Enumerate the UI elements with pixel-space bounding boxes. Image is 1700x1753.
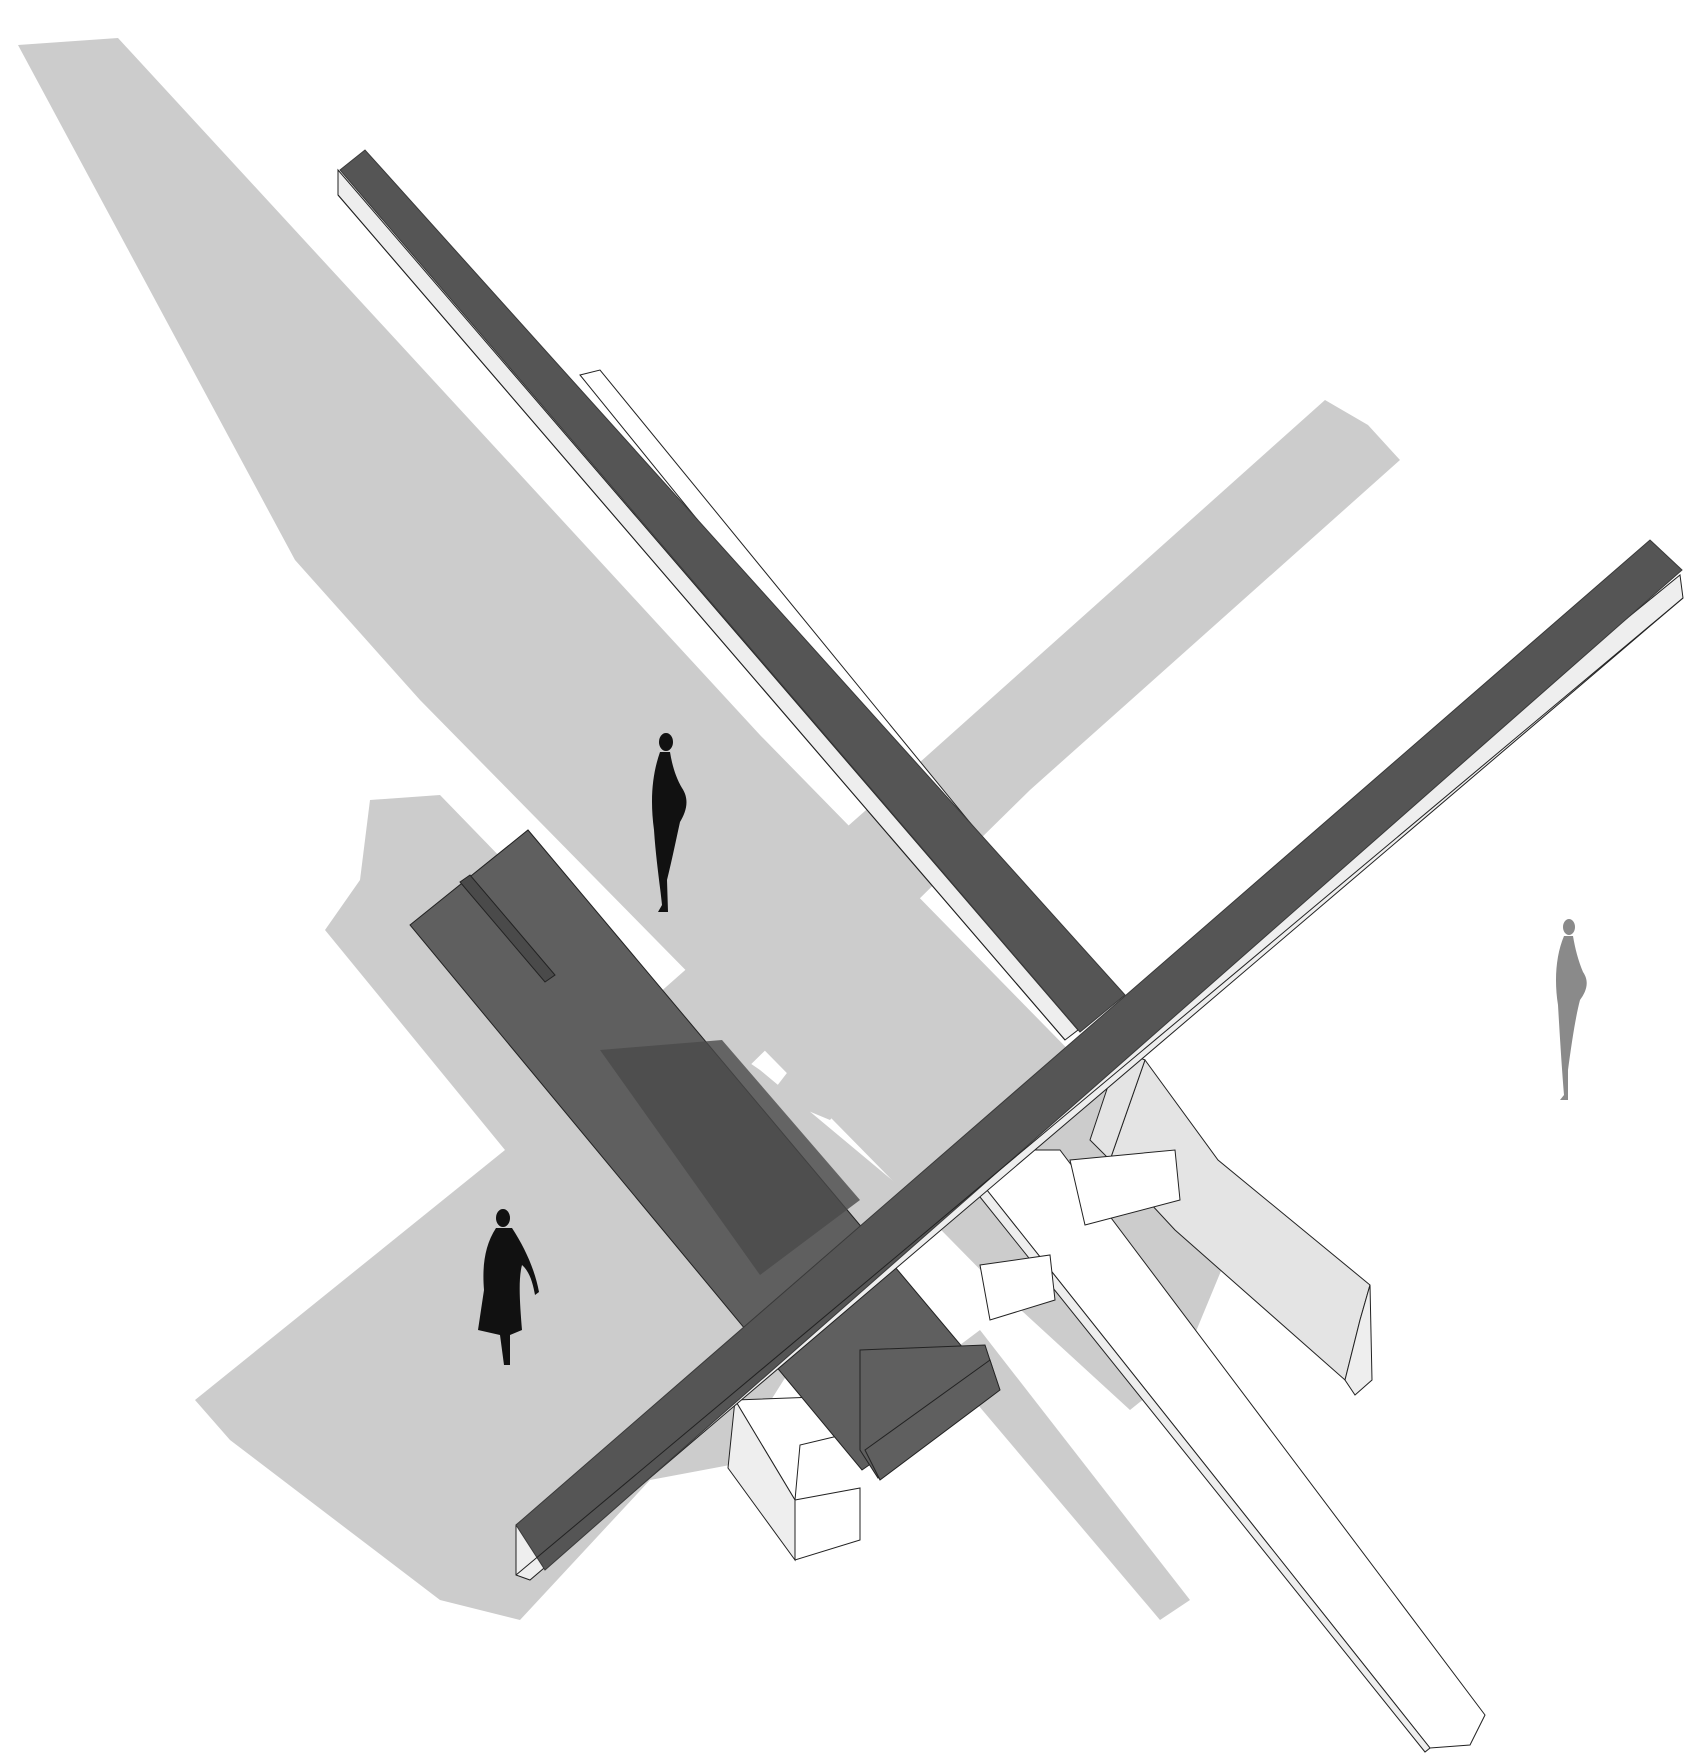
person-standing (652, 733, 687, 912)
skylight-slot (459, 874, 556, 983)
beam-northeast-edge (515, 597, 1684, 1576)
glazing-panel-b (979, 1254, 1056, 1321)
concrete-wall-group (1089, 1049, 1373, 1396)
ground-shadow-long (18, 38, 1240, 1410)
lower-wall-front (794, 1487, 861, 1561)
concrete-wall-end (1344, 1284, 1373, 1396)
ground-shadows (18, 38, 1400, 1620)
person-standing-distant (1556, 919, 1587, 1100)
glazing-group (979, 1149, 1181, 1321)
beam-northwest-edge (337, 194, 1066, 1041)
person-walking (478, 1209, 539, 1365)
figures (478, 733, 1587, 1365)
dark-slab-shaded (600, 1040, 860, 1275)
ground-shadow-cross (620, 400, 1400, 1100)
ground-shadow-strip (770, 1030, 880, 1120)
beam-northeast-group (515, 539, 1684, 1581)
beam-northeast (515, 539, 1683, 1571)
ground-shadow-plank (940, 1330, 1190, 1620)
glazing-panel-a (1069, 1149, 1181, 1226)
hanging-plate (864, 1359, 1001, 1481)
beam-northwest-group (337, 149, 1126, 1041)
beam-northwest (339, 149, 1126, 1033)
